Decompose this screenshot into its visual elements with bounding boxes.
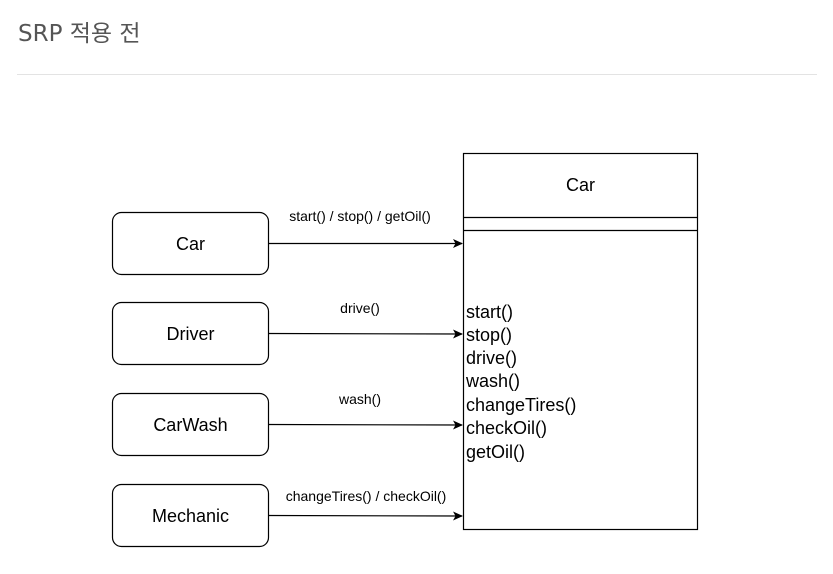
actor-mechanic-label: Mechanic (152, 506, 229, 526)
edge-car-label: start() / stop() / getOil() (289, 208, 431, 224)
edge-mechanic-label: changeTires() / checkOil() (286, 488, 447, 504)
actor-driver: Driver (111, 301, 270, 366)
actor-carwash: CarWash (111, 392, 270, 457)
actor-car-label: Car (176, 234, 205, 254)
class-method: getOil() (466, 442, 525, 462)
class-method: start() (466, 302, 513, 322)
edge-car-to-class: start() / stop() / getOil() (268, 208, 463, 248)
edge-carwash-label: wash() (338, 391, 381, 407)
actor-carwash-label: CarWash (153, 415, 227, 435)
edge-mechanic-to-class: changeTires() / checkOil() (268, 488, 463, 521)
title-divider (17, 74, 817, 75)
actor-car: Car (111, 211, 270, 276)
class-box-car: Car start() stop() drive() wash() change… (462, 152, 699, 531)
actor-driver-label: Driver (167, 324, 215, 344)
class-name: Car (566, 175, 595, 195)
class-method: stop() (466, 325, 512, 345)
class-method: changeTires() (466, 395, 576, 415)
edge-driver-to-class: drive() (268, 300, 463, 339)
page-title: SRP 적용 전 (18, 21, 141, 47)
edge-carwash-to-class: wash() (268, 391, 463, 430)
class-method: drive() (466, 348, 517, 368)
class-method: wash() (465, 371, 520, 391)
edge-driver-label: drive() (340, 300, 380, 316)
actor-mechanic: Mechanic (111, 483, 270, 548)
class-method: checkOil() (466, 418, 547, 438)
